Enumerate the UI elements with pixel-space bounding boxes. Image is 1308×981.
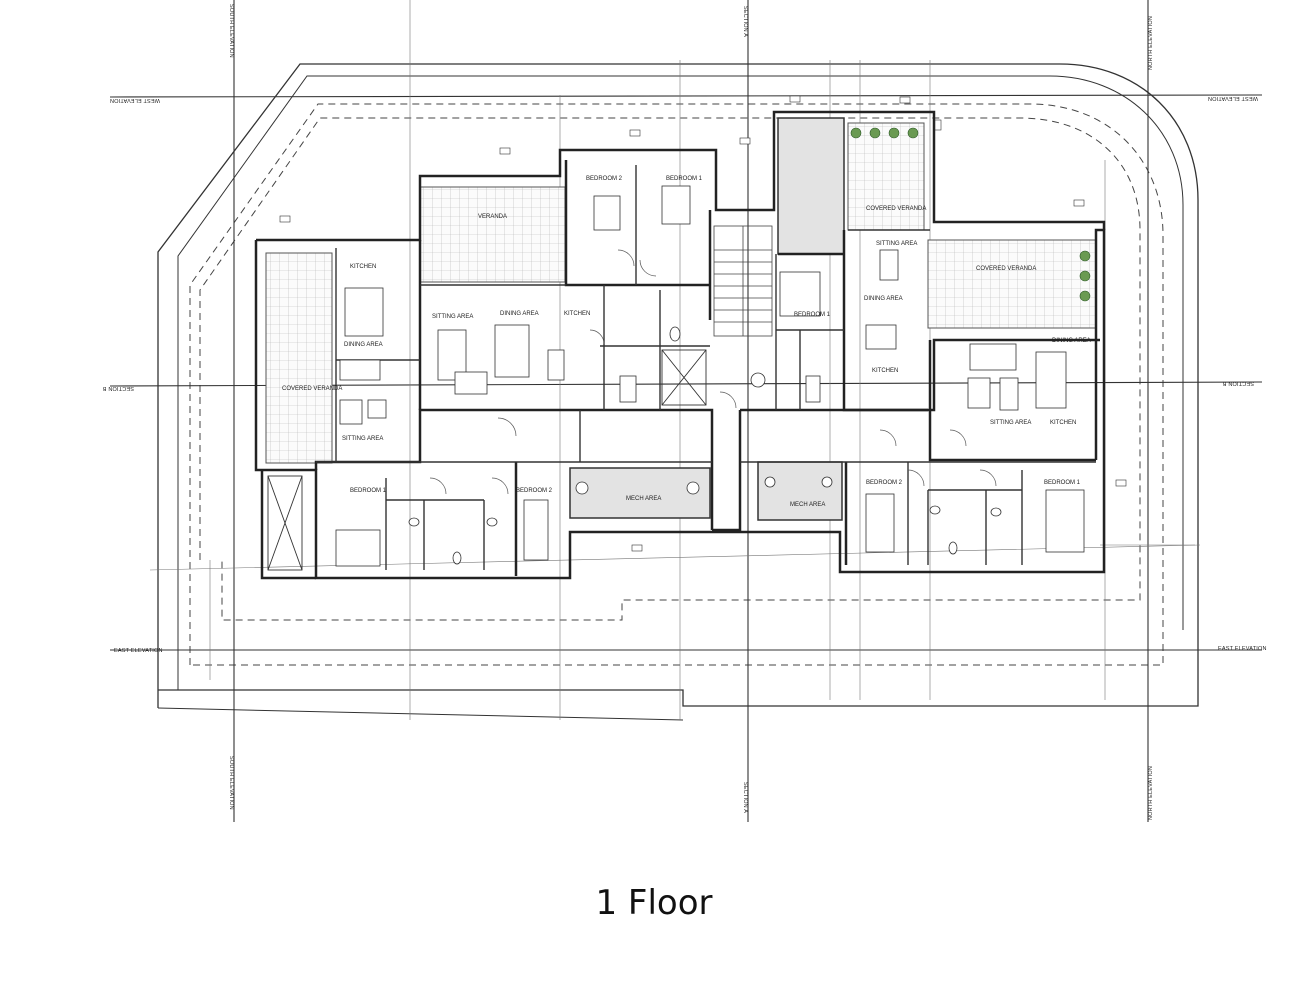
lift-shafts bbox=[267, 349, 707, 571]
setback-lines bbox=[189, 103, 1164, 666]
room-label: BEDROOM 2 bbox=[866, 480, 903, 486]
interior-walls bbox=[316, 165, 1096, 570]
sanitary-fixtures bbox=[408, 326, 1002, 565]
room-label: DINING AREA bbox=[344, 342, 383, 348]
room-label: BEDROOM 1 bbox=[1044, 480, 1081, 486]
west-elevation-label-right: WEST ELEVATION bbox=[1208, 95, 1258, 101]
room-label: KITCHEN bbox=[350, 264, 376, 270]
section-a-label-bottom: SECTION A bbox=[742, 782, 748, 813]
room-label: MECH AREA bbox=[626, 496, 661, 502]
veranda-floors bbox=[265, 122, 1097, 464]
room-label: COVERED VERANDA bbox=[282, 386, 342, 392]
section-b-label-right: SECTION B bbox=[1222, 380, 1254, 386]
shaded-areas bbox=[569, 117, 845, 521]
south-elevation-label-bottom: SOUTH ELEVATION bbox=[228, 756, 234, 810]
plot-boundary bbox=[157, 63, 1199, 721]
room-label: BEDROOM 2 bbox=[586, 176, 623, 182]
room-label: COVERED VERANDA bbox=[866, 206, 926, 212]
room-label: KITCHEN bbox=[872, 368, 898, 374]
door-swings bbox=[429, 249, 997, 495]
east-elevation-label-left: EAST ELEVATION bbox=[114, 648, 163, 654]
room-label: MECH AREA bbox=[790, 502, 825, 508]
staircase bbox=[713, 225, 773, 337]
room-label: KITCHEN bbox=[1050, 420, 1076, 426]
north-elevation-label-top: NORTH ELEVATION bbox=[1148, 16, 1154, 70]
south-elevation-label-top: SOUTH ELEVATION bbox=[228, 4, 234, 58]
room-label: BEDROOM 2 bbox=[516, 488, 553, 494]
room-labels: COVERED VERANDA SITTING AREA DINING AREA… bbox=[282, 176, 1091, 508]
room-label: SITTING AREA bbox=[432, 314, 473, 320]
room-label: KITCHEN bbox=[564, 311, 590, 317]
room-label: COVERED VERANDA bbox=[976, 266, 1036, 272]
room-label: SITTING AREA bbox=[876, 241, 917, 247]
floor-caption: 1 Floor bbox=[595, 883, 713, 923]
room-label: SITTING AREA bbox=[990, 420, 1031, 426]
section-b-label-left: SECTION B bbox=[102, 385, 134, 391]
room-label: DINING AREA bbox=[1052, 338, 1091, 344]
room-label: BEDROOM 1 bbox=[794, 312, 831, 318]
room-label: BEDROOM 1 bbox=[350, 488, 387, 494]
room-label: BEDROOM 1 bbox=[666, 176, 703, 182]
section-a-label-top: SECTION A bbox=[742, 6, 748, 37]
level-tags bbox=[279, 95, 1127, 552]
room-label: VERANDA bbox=[478, 214, 507, 220]
section-labels: WEST ELEVATION WEST ELEVATION EAST ELEVA… bbox=[102, 4, 1266, 820]
planters bbox=[850, 127, 1091, 302]
furniture bbox=[335, 185, 1085, 567]
room-label: SITTING AREA bbox=[342, 436, 383, 442]
north-elevation-label-bottom: NORTH ELEVATION bbox=[1148, 766, 1154, 820]
floor-plan-drawing: WEST ELEVATION WEST ELEVATION EAST ELEVA… bbox=[102, 0, 1266, 822]
west-elevation-label-left: WEST ELEVATION bbox=[110, 97, 160, 103]
room-label: DINING AREA bbox=[500, 311, 539, 317]
room-label: DINING AREA bbox=[864, 296, 903, 302]
east-elevation-label-right: EAST ELEVATION bbox=[1218, 646, 1267, 652]
